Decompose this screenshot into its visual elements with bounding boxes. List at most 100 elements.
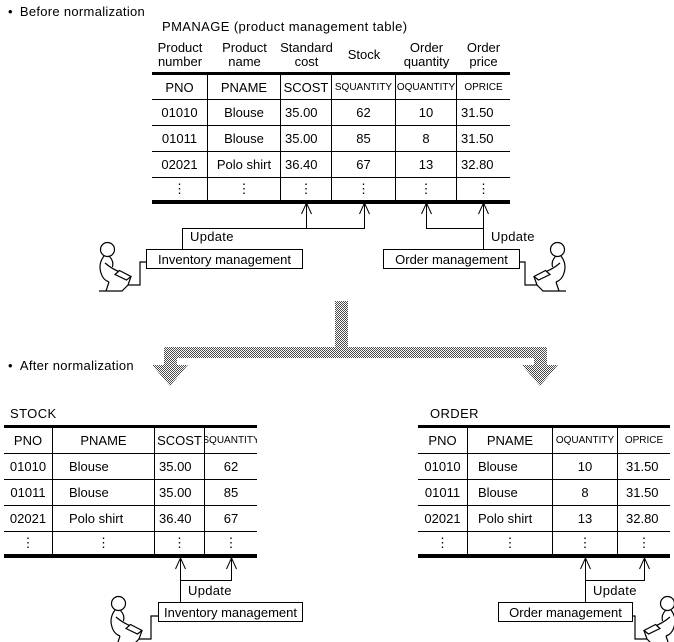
cell: 67 [332,152,396,177]
order-management-box: Order management [383,249,520,269]
person-at-terminal-icon [518,241,566,292]
update-label: Update [188,583,232,598]
bullet-glyph: • [8,4,13,19]
pmanage-field-labels: Product number Product name Standard cos… [152,38,510,72]
up-arrow-icon [301,201,312,229]
cell: 31.50 [626,459,659,474]
connector-line [180,580,232,581]
field-label: Standard cost [280,40,333,69]
cell: Blouse [468,480,553,505]
column-header: SCOST [155,428,205,453]
table-header-row: PNO PNAME SCOST SQUANTITY OQUANTITY OPRI… [152,75,510,100]
before-normalization-text: Before normalization [19,4,146,19]
cell: Blouse [53,454,155,479]
cell: 01010 [4,454,53,479]
stock-title: STOCK [10,406,57,421]
stock-grid: PNO PNAME SCOST SQUANTITY 01010 Blouse 3… [4,425,257,558]
column-header: PNAME [208,75,281,99]
stock-table: PNO PNAME SCOST SQUANTITY 01010 Blouse 3… [4,425,257,558]
vdots-glyph: ⋮ [53,532,155,554]
order-management-box: Order management [498,602,633,622]
pmanage-grid: PNO PNAME SCOST SQUANTITY OQUANTITY OPRI… [152,72,510,204]
cell: Polo shirt [53,506,155,531]
column-header: SQUANTITY [332,75,396,99]
table-row: 01011 Blouse 8 31.50 [418,480,670,506]
up-arrow-icon [639,556,650,581]
ellipsis-row: ⋮ ⋮ ⋮ ⋮ [4,532,257,554]
connector-line [182,228,365,229]
cell: 32.80 [626,511,659,526]
field-label: Order quantity [403,40,450,69]
cell: 85 [332,126,396,151]
cell: 67 [223,511,239,526]
person-at-terminal-icon [99,241,147,292]
cell: 36.40 [155,506,205,531]
table-row: 01011 Blouse 35.00 85 [4,480,257,506]
column-header: OQUANTITY [396,75,457,99]
cell: Polo shirt [468,506,553,531]
cell: 31.50 [461,131,494,146]
field-label: Stock [347,47,381,62]
vdots-glyph: ⋮ [155,532,205,554]
table-row: 02021 Polo shirt 36.40 67 [4,506,257,532]
up-arrow-icon [421,201,432,229]
vdots-glyph: ⋮ [468,532,553,554]
inventory-management-box: Inventory management [158,602,303,622]
connector-line [585,580,645,581]
cell: 01010 [152,100,208,125]
cell: 13 [396,152,457,177]
vdots-glyph: ⋮ [152,178,208,200]
column-header: PNO [418,428,468,453]
cell: 32.80 [461,157,494,172]
connector-line [585,580,586,603]
cell: 13 [553,506,618,531]
up-arrow-icon [359,201,370,229]
vdots-glyph: ⋮ [281,178,332,200]
cell: 62 [332,100,396,125]
vdots-glyph: ⋮ [418,532,468,554]
cell: 01011 [152,126,208,151]
vdots-glyph: ⋮ [553,532,618,554]
cell: 31.50 [461,105,494,120]
vdots-glyph: ⋮ [637,535,651,550]
cell: 85 [223,485,239,500]
update-label: Update [491,229,535,244]
vdots-glyph: ⋮ [332,178,396,200]
table-row: 02021 Polo shirt 36.40 67 13 32.80 [152,152,510,178]
connector-line [182,228,183,250]
cell: 36.40 [281,152,332,177]
up-arrow-icon [478,201,489,229]
column-header: OQUANTITY [553,428,618,453]
connector-line [180,580,181,603]
table-row: 01010 Blouse 35.00 62 10 31.50 [152,100,510,126]
cell: 8 [396,126,457,151]
pmanage-title: PMANAGE (product management table) [162,19,408,34]
column-header: SQUANTITY [205,435,257,446]
ellipsis-row: ⋮ ⋮ ⋮ ⋮ ⋮ ⋮ [152,178,510,200]
pmanage-table: Product number Product name Standard cos… [152,38,510,204]
person-at-terminal-icon [628,595,674,642]
field-label: Product number [157,40,203,69]
cell: Polo shirt [208,152,281,177]
update-label: Update [190,229,234,244]
cell: Blouse [53,480,155,505]
cell: 02021 [4,506,53,531]
vdots-glyph: ⋮ [396,178,457,200]
before-normalization-label: • Before normalization [8,4,145,19]
cell: 01011 [418,480,468,505]
cell: 35.00 [155,480,205,505]
column-header: PNAME [53,428,155,453]
column-header: PNAME [468,428,553,453]
inventory-management-box: Inventory management [146,249,303,269]
connector-line [483,228,484,250]
after-normalization-text: After normalization [19,358,134,373]
order-table: PNO PNAME OQUANTITY OPRICE 01010 Blouse … [418,425,670,558]
cell: 01010 [418,454,468,479]
bullet-glyph: • [8,358,13,373]
cell: Blouse [208,100,281,125]
table-row: 01011 Blouse 35.00 85 8 31.50 [152,126,510,152]
cell: 31.50 [626,485,659,500]
up-arrow-icon [175,556,186,581]
vdots-glyph: ⋮ [477,181,490,196]
